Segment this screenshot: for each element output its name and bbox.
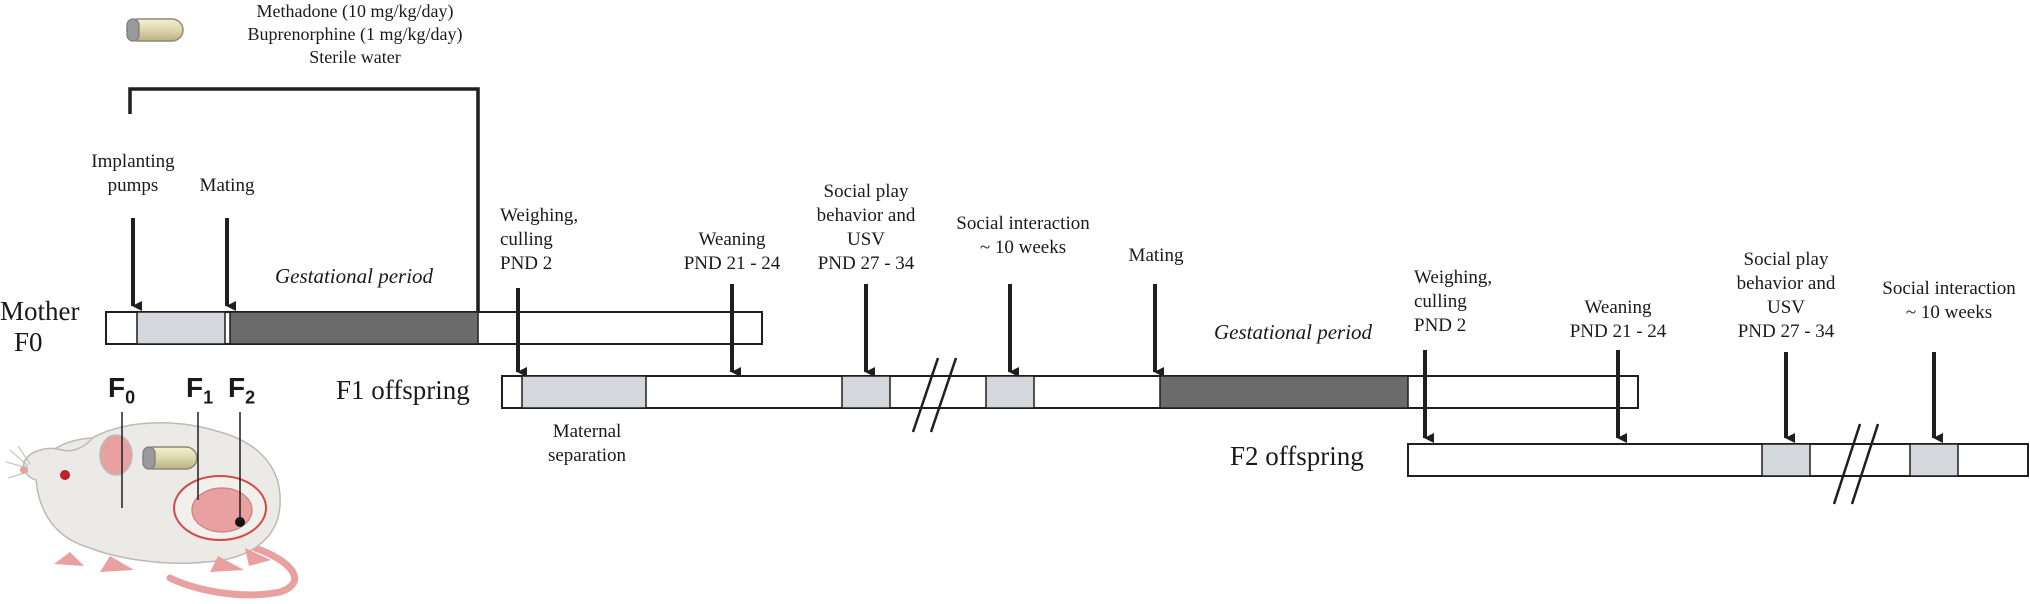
osmotic-pump-icon <box>126 18 184 42</box>
event-f2-weaning: Weaning PND 21 - 24 <box>1569 297 1667 342</box>
event-f1-mating: Mating <box>1128 245 1184 266</box>
event-f2-weighing-culling: Weighing, culling PND 2 <box>1414 267 1493 336</box>
treatment-bracket <box>128 87 480 312</box>
mother-label-line1: Mother <box>0 296 80 326</box>
event-arrows <box>131 218 1943 443</box>
f1-gestational-period-label: Gestational period <box>1213 320 1373 344</box>
event-f1-social-interaction: Social interaction ~ 10 weeks <box>956 213 1090 258</box>
pregnant-rat-illustration <box>5 412 298 599</box>
f2-social-interaction-segment <box>1909 443 1959 477</box>
rat-ear <box>99 434 133 476</box>
event-implanting-pumps: Implanting pumps <box>91 151 175 196</box>
mother-f0-bar <box>105 311 763 345</box>
f1-offspring-label: F1 offspring <box>336 375 470 405</box>
mother-gestational-period-label: Gestational period <box>274 264 434 288</box>
mother-f0-label: Mother F0 <box>0 296 79 358</box>
f2-social-play-segment <box>1761 443 1811 477</box>
event-f2-social-interaction: Social interaction ~ 10 weeks <box>1882 278 2016 323</box>
f1-social-play-segment <box>841 375 891 409</box>
generation-label-f2: F2 <box>228 372 256 408</box>
rat-whiskers <box>5 445 31 479</box>
treatment-buprenorphine: Buprenorphine (1 mg/kg/day) <box>247 24 463 44</box>
generation-label-f1: F1 <box>186 372 214 408</box>
f2-time-break-mark <box>1832 423 1880 505</box>
treatment-sterile-water: Sterile water <box>309 47 401 67</box>
mother-label-line2: F0 <box>14 327 43 357</box>
f1-maternal-separation-label: Maternal separation <box>547 421 627 466</box>
mother-gestational-period-segment <box>229 311 479 345</box>
event-f1-weighing-culling: Weighing, culling PND 2 <box>500 205 579 274</box>
f1-time-break-mark <box>911 357 958 433</box>
f1-social-interaction-segment <box>985 375 1035 409</box>
event-mother-mating: Mating <box>199 175 255 196</box>
mother-pump-period-segment <box>136 311 226 345</box>
rat-nose <box>20 466 28 474</box>
treatment-list: Methadone (10 mg/kg/day) Buprenorphine (… <box>248 0 463 69</box>
generation-pointer-lines <box>121 412 241 522</box>
event-f2-social-play: Social play behavior and USV PND 27 - 34 <box>1736 249 1836 342</box>
f2-offspring-bar <box>1407 423 2029 505</box>
treatment-methadone: Methadone (10 mg/kg/day) <box>256 1 454 21</box>
f2-offspring-label: F2 offspring <box>1230 441 1364 471</box>
rat-eye <box>60 470 70 480</box>
f1-offspring-bar <box>501 357 1639 433</box>
f1-maternal-separation-segment <box>521 375 647 409</box>
generation-label-f0: F0 <box>108 372 136 408</box>
event-f1-social-play: Social play behavior and USV PND 27 - 34 <box>816 181 916 274</box>
event-f1-weaning: Weaning PND 21 - 24 <box>683 229 781 274</box>
f1-gestational-period-segment <box>1159 375 1409 409</box>
